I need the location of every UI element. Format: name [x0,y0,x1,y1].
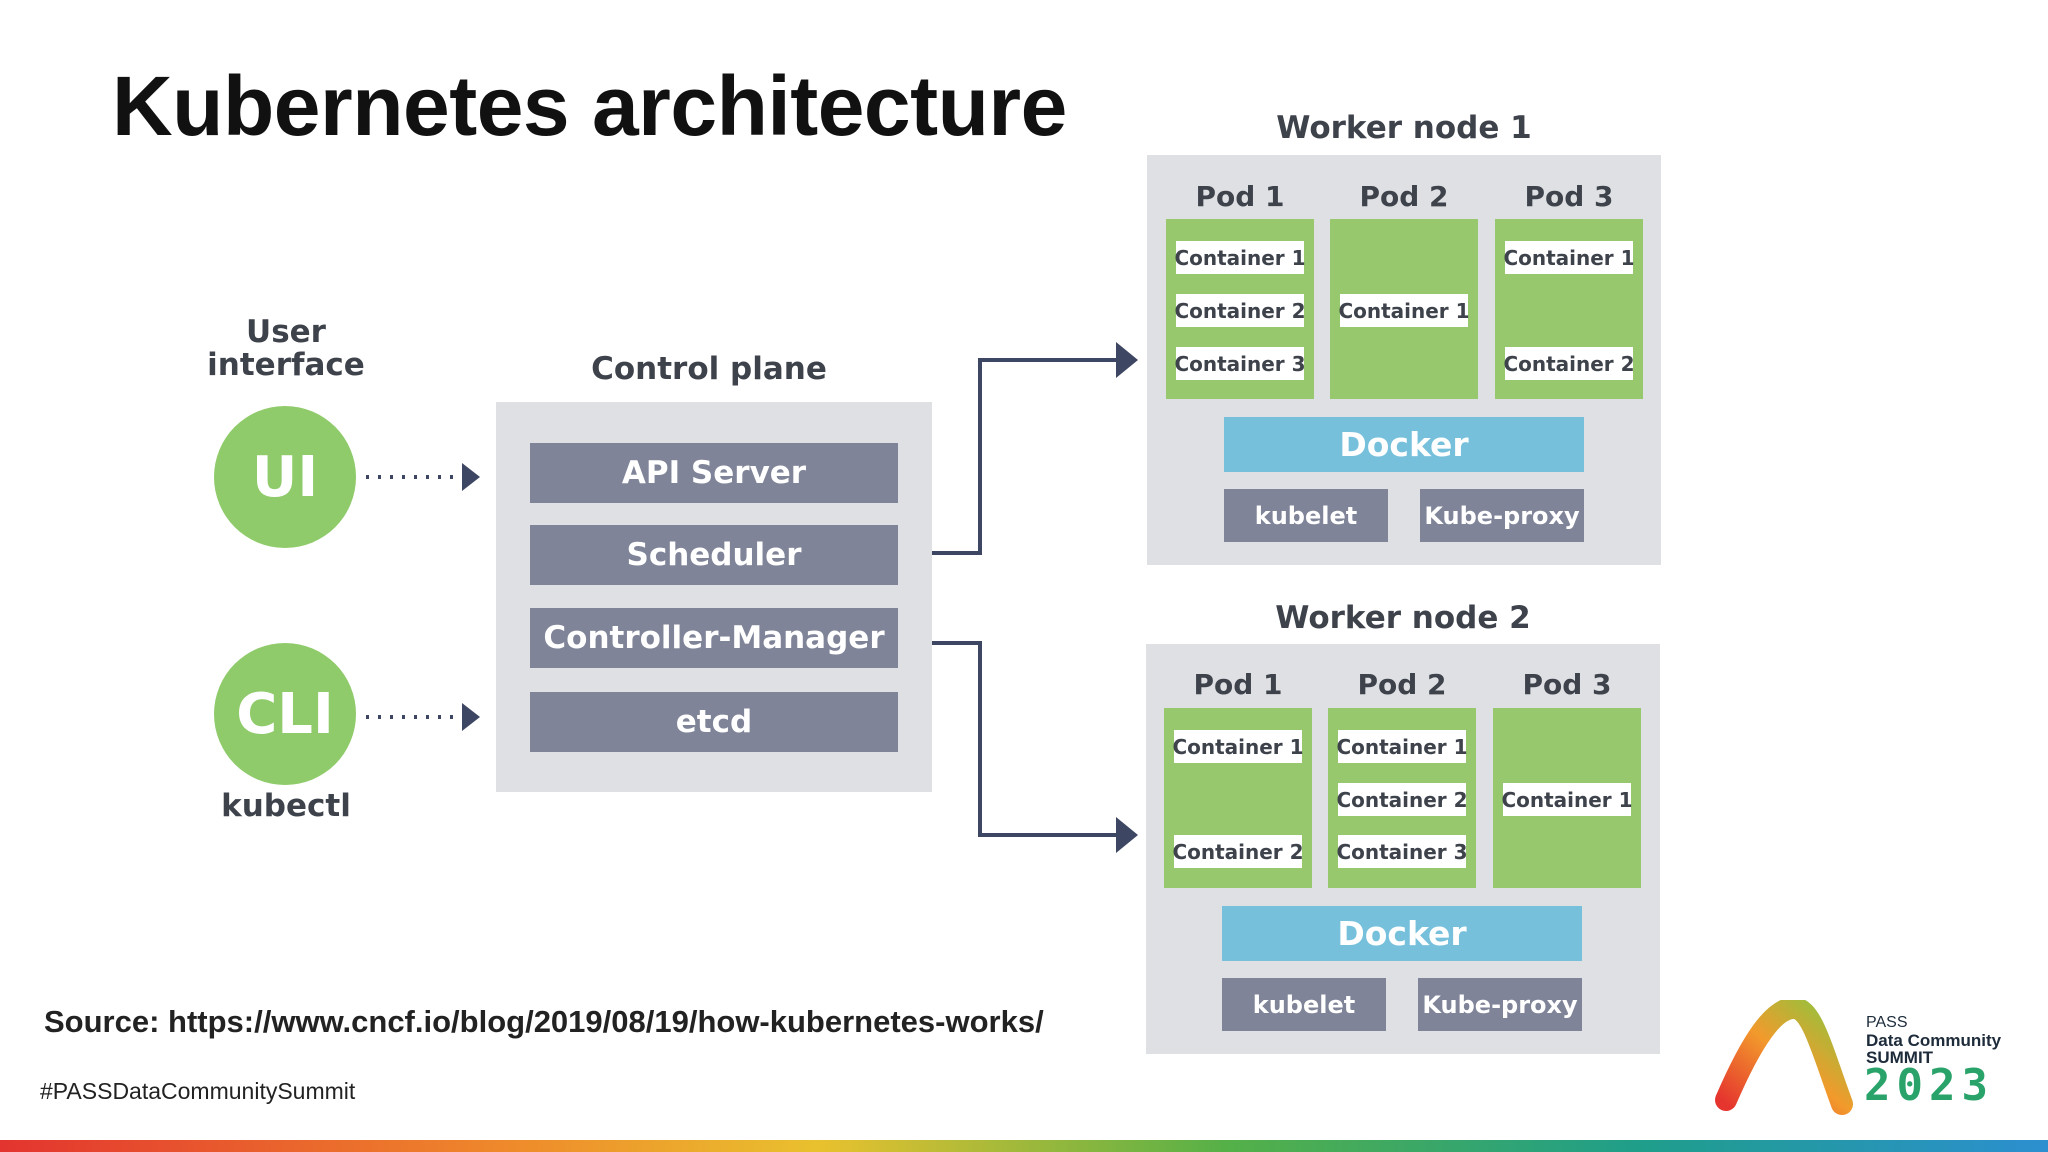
w2-pod-2-label: Pod 2 [1357,668,1447,701]
worker-2-arrow-head [1116,817,1138,853]
worker-1-arrow-head [1116,342,1138,378]
w1-p1-container-3: Container 3 [1174,347,1306,380]
w2-p1-container-1: Container 1 [1172,730,1304,763]
w1-p1-container-1: Container 1 [1174,241,1306,274]
ui-circle: UI [214,406,356,548]
w1-docker-bar: Docker [1224,417,1584,472]
w2-pod-1-label: Pod 1 [1193,668,1283,701]
w2-pod-3-label: Pod 3 [1522,668,1612,701]
w1-p3-container-1: Container 1 [1503,241,1635,274]
logo-summit-text: SUMMIT [1866,1048,1934,1067]
scheduler-box: Scheduler [530,525,898,585]
logo-data-community-text: Data Community [1866,1031,2002,1050]
w2-p1-container-2: Container 2 [1172,835,1304,868]
cli-circle-text: CLI [236,681,334,747]
user-interface-label: User interface [207,314,365,383]
pass-summit-logo-mark [1715,1000,1853,1115]
w1-pod-3-label: Pod 3 [1524,180,1614,213]
controller-manager-box: Controller-Manager [530,608,898,668]
w2-kubelet-box: kubelet [1222,978,1386,1031]
source-citation: Source: https://www.cncf.io/blog/2019/08… [44,1004,1044,1039]
w1-p3-container-2: Container 2 [1503,347,1635,380]
w2-kube-proxy-box: Kube-proxy [1418,978,1582,1031]
bottom-color-stripe [0,1140,2048,1152]
w2-p2-container-2: Container 2 [1336,783,1468,816]
api-server-box: API Server [530,443,898,503]
w2-p2-container-3: Container 3 [1336,835,1468,868]
kubectl-label: kubectl [221,788,351,824]
cli-circle: CLI [214,643,356,785]
ui-arrow-head [462,463,480,491]
w1-p1-container-2: Container 2 [1174,294,1306,327]
control-plane-label: Control plane [591,351,827,387]
logo-pass-text: PASS [1866,1014,1908,1031]
cli-arrow-head [462,703,480,731]
hashtag: #PASSDataCommunitySummit [40,1078,356,1104]
worker-node-2-label: Worker node 2 [1275,600,1531,636]
arrow-to-worker-1 [932,358,1120,555]
arrow-to-worker-2 [932,641,1120,837]
ui-circle-text: UI [251,444,319,510]
logo-year-text: 2023 [1864,1060,1994,1111]
w2-p3-container-1: Container 1 [1501,783,1633,816]
w1-kubelet-box: kubelet [1224,489,1388,542]
worker-node-1-label: Worker node 1 [1276,110,1532,146]
etcd-box: etcd [530,692,898,752]
w1-pod-1-label: Pod 1 [1195,180,1285,213]
w1-pod-2-label: Pod 2 [1359,180,1449,213]
slide-title: Kubernetes architecture [112,59,1067,153]
w1-kube-proxy-box: Kube-proxy [1420,489,1584,542]
w2-docker-bar: Docker [1222,906,1582,961]
w1-p2-container-1: Container 1 [1338,294,1470,327]
w2-p2-container-1: Container 1 [1336,730,1468,763]
